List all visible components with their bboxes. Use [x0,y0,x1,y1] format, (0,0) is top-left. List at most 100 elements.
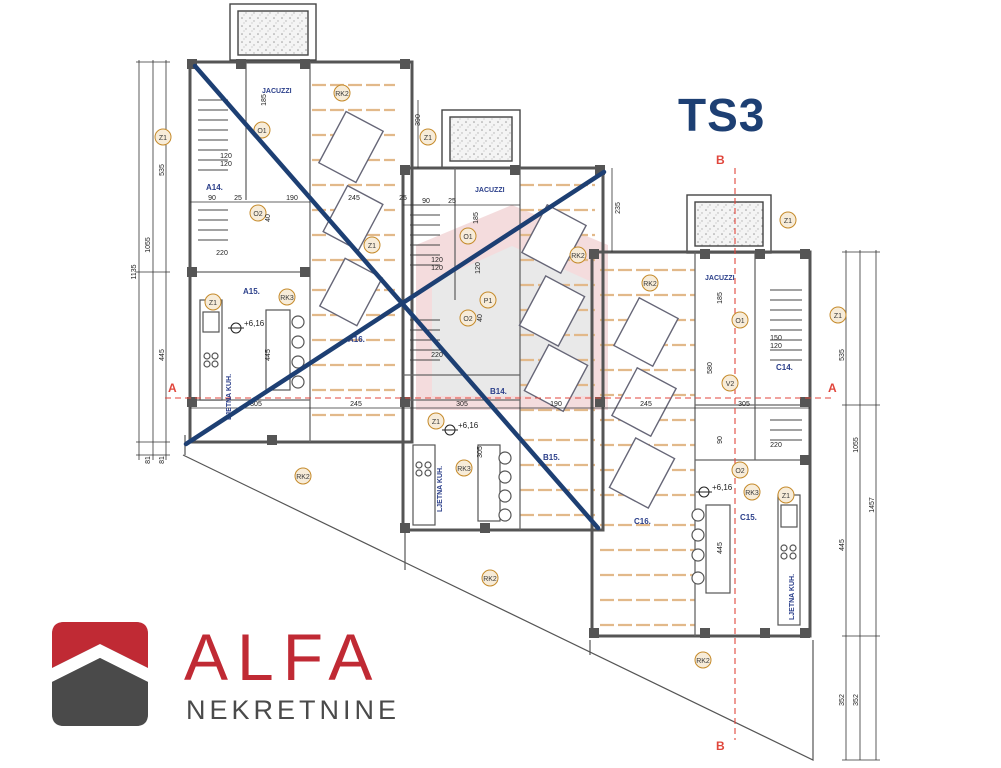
jacuzzi-label-c: JACUZZI [705,275,735,282]
tag-rk2-6: RK2 [696,658,710,665]
tag-rk2-2: RK2 [296,474,310,481]
dim-352-b: 352 [853,694,860,706]
tag-o2-1: O2 [253,211,262,218]
cross-mark [183,63,607,531]
dim-90-b: 90 [422,198,430,205]
dim-120-f: 120 [475,262,482,274]
wall-columns [187,59,810,638]
tag-rk3-2: RK3 [457,466,471,473]
dim-120-e: 120 [770,343,782,350]
tag-z1-8: Z1 [368,243,376,250]
unit-a16: A16. [348,335,365,344]
dim-445-a: 445 [159,349,166,361]
dim-390: 390 [415,114,422,126]
tag-o1-1: O1 [257,128,266,135]
jacuzzi-label-b: JACUZZI [475,187,505,194]
dim-305-a: 305 [250,401,262,408]
dim-580: 580 [707,362,714,374]
cross-line-1 [192,63,601,531]
dim-235: 235 [615,202,622,214]
dim-40-a: 40 [265,214,272,222]
element-tags: Z1 Z1 Z1 Z1 Z1 Z1 Z1 O1 Z1 RK2 RK3 RK2 R… [154,84,847,669]
section-markers: A A B B [168,153,837,753]
tag-z1-7: Z1 [782,493,790,500]
level-c: +6,16 [712,483,733,492]
unit-a15: A15. [243,287,260,296]
dim-1135: 1135 [131,264,138,279]
tag-rk2-4: RK2 [483,576,497,583]
dim-305-v: 305 [477,446,484,458]
tag-z1-3: Z1 [424,135,432,142]
planter-boxes [229,3,772,254]
tag-rk3-3: RK3 [745,490,759,497]
unit-labels: A14. A15. A16. B14. B15. C14. C15. C16. … [206,88,796,620]
dim-245-a: 245 [348,195,360,202]
section-marker-b-top: B [716,153,725,167]
inner-walls [190,62,810,636]
dim-185-a: 185 [261,94,268,106]
dim-150-a: 150 [770,335,782,342]
tag-z1-2: Z1 [209,300,217,307]
dim-535-a: 535 [159,164,166,176]
dim-445-b: 445 [839,539,846,551]
dim-25-b: 25 [399,195,407,202]
tag-z1-6: Z1 [432,419,440,426]
dim-120-c: 120 [431,257,443,264]
unit-a14: A14. [206,183,223,192]
dim-81-a: 81 [145,456,152,464]
dim-1055-a: 1055 [145,237,152,253]
dim-1457: 1457 [869,497,876,513]
dim-185-b: 185 [473,212,480,224]
brand-name: ALFA [184,620,382,694]
tag-z1-1: Z1 [159,135,167,142]
dim-120-d: 120 [431,265,443,272]
dim-25-c: 25 [448,198,456,205]
dim-305-c: 305 [738,401,750,408]
dim-245-b: 245 [350,401,362,408]
dim-245-c: 245 [640,401,652,408]
tag-v2-1: V2 [726,381,735,388]
unit-b15: B15. [543,453,560,462]
tag-rk2-3: RK2 [571,253,585,260]
dim-352-a: 352 [839,694,846,706]
tag-rk2-5: RK2 [643,281,657,288]
dim-220-c: 220 [770,442,782,449]
kitchen-counters [199,299,801,626]
dim-190-b: 190 [550,401,562,408]
dim-1055-b: 1055 [853,437,860,453]
cross-line-2 [183,169,607,447]
site-boundary [182,435,814,761]
section-marker-a-left: A [168,381,177,395]
tag-z1-4: Z1 [784,218,792,225]
level-a: +6,16 [244,319,265,328]
tag-rk2-1: RK2 [335,91,349,98]
unit-c15: C15. [740,513,757,522]
unit-c16: C16. [634,517,651,526]
unit-c14: C14. [776,363,793,372]
lounge-chairs [317,110,680,509]
dim-305-b: 305 [456,401,468,408]
dim-220-a: 220 [216,250,228,257]
level-markers: +6,16 +6,16 +6,16 [228,319,733,498]
dim-535-b: 535 [839,349,846,361]
dim-40-b: 40 [477,314,484,322]
dim-120-a: 120 [220,153,232,160]
level-b: +6,16 [458,421,479,430]
dimension-lines [136,60,880,761]
alfa-logo-icon [52,622,148,726]
dim-220-b: 220 [431,352,443,359]
kitchen-label-c: LJETNA KUH. [789,574,796,620]
tag-o2-3: O2 [735,468,744,475]
tag-z1 [154,121,847,504]
brand-tagline: NEKRETNINE [186,695,401,725]
section-marker-a-right: A [828,381,837,395]
unit-b14: B14. [490,387,507,396]
plan-heading: TS3 [678,89,766,141]
section-marker-b-bottom: B [716,739,725,753]
tag-o1-3: O1 [735,318,744,325]
kitchen-label-b: LJETNA KUH. [437,466,444,512]
tag-o2-2: O2 [463,316,472,323]
dining-tables [265,309,731,594]
